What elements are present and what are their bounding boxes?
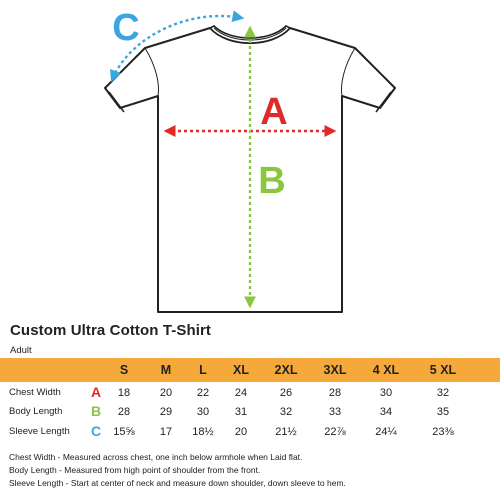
product-subtitle: Adult — [10, 345, 32, 356]
table-cell: 18 — [117, 387, 131, 399]
table-cell: 32 — [436, 387, 450, 399]
size-header-4xl: 4 XL — [372, 363, 400, 377]
table-cell: 26 — [279, 387, 293, 399]
tshirt-diagram: A B C — [104, 7, 396, 313]
table-cell: 28 — [328, 387, 342, 399]
size-header-5xl: 5 XL — [429, 363, 457, 377]
diagram-label-a: A — [260, 91, 287, 133]
table-cell: 20 — [234, 426, 248, 438]
table-cell: 29 — [159, 406, 173, 418]
table-cell: 22 — [196, 387, 210, 399]
table-cell: 18½ — [192, 426, 214, 438]
row-letter-c: C — [90, 423, 102, 439]
table-cell: 33 — [328, 406, 342, 418]
row-label-chest-width: Chest Width — [9, 387, 61, 398]
note-body-length: Body Length - Measured from high point o… — [9, 465, 261, 475]
table-cell: 28 — [117, 406, 131, 418]
row-letter-b: B — [90, 403, 102, 419]
table-cell: 30 — [379, 387, 393, 399]
size-header-bar: S M L XL 2XL 3XL 4 XL 5 XL — [0, 358, 500, 382]
table-cell: 24 — [234, 387, 248, 399]
table-cell: 30 — [196, 406, 210, 418]
table-cell: 35 — [436, 406, 450, 418]
sleeve-length-arrow — [110, 10, 245, 83]
table-cell: 32 — [279, 406, 293, 418]
size-header-s: S — [119, 363, 129, 377]
right-armhole-seam — [341, 47, 356, 97]
row-label-sleeve-length: Sleeve Length — [9, 426, 70, 437]
size-header-l: L — [199, 363, 207, 377]
size-header-m: M — [160, 363, 172, 377]
diagram-label-c: C — [112, 7, 139, 49]
table-cell: 15⅝ — [113, 426, 135, 438]
product-title: Custom Ultra Cotton T-Shirt — [10, 322, 212, 339]
right-sleeve-hem — [375, 91, 392, 113]
table-cell: 21½ — [275, 426, 297, 438]
table-cell: 22⅞ — [324, 426, 346, 438]
table-cell: 24¼ — [375, 426, 397, 438]
size-header-xl: XL — [233, 363, 249, 377]
table-cell: 34 — [379, 406, 393, 418]
note-chest-width: Chest Width - Measured across chest, one… — [9, 452, 303, 462]
note-sleeve-length: Sleeve Length - Start at center of neck … — [9, 478, 346, 488]
row-label-body-length: Body Length — [9, 406, 63, 417]
left-sleeve-hem — [108, 91, 125, 113]
table-cell: 20 — [159, 387, 173, 399]
size-header-3xl: 3XL — [323, 363, 347, 377]
size-header-2xl: 2XL — [274, 363, 298, 377]
row-letter-a: A — [90, 384, 102, 400]
table-cell: 23⅜ — [432, 426, 454, 438]
table-cell: 31 — [234, 406, 248, 418]
diagram-label-b: B — [258, 160, 285, 202]
table-cell: 17 — [159, 426, 173, 438]
